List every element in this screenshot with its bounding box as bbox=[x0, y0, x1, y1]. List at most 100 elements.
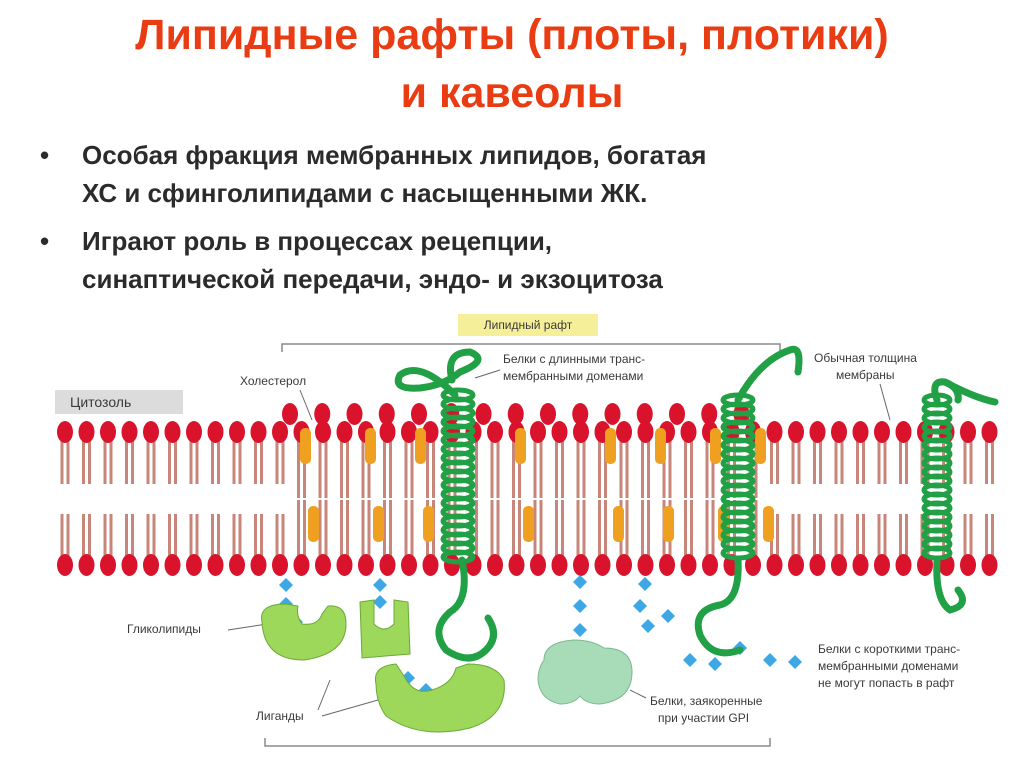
protein-loop bbox=[931, 378, 999, 406]
lipid-head bbox=[852, 421, 869, 443]
lipid-head bbox=[701, 403, 718, 425]
cholesterol-molecule bbox=[423, 506, 434, 542]
lipid-head bbox=[573, 421, 589, 443]
lipid-tail bbox=[340, 500, 349, 558]
lipid-head bbox=[475, 403, 492, 425]
sugar-unit bbox=[638, 577, 652, 591]
lipid-head bbox=[314, 403, 331, 425]
lipid-tail bbox=[404, 500, 414, 558]
bottom-bracket bbox=[264, 738, 771, 747]
sugar-unit bbox=[373, 595, 387, 609]
protein-tail bbox=[933, 556, 966, 614]
cholesterol-molecule bbox=[763, 506, 774, 542]
protein-loop bbox=[394, 348, 482, 399]
lipid-tail bbox=[598, 500, 607, 558]
transmembrane-proteins bbox=[394, 345, 999, 662]
lipid-tail bbox=[576, 440, 586, 498]
lipid-head bbox=[272, 421, 288, 443]
lipid-head bbox=[229, 554, 245, 576]
lipid-tail bbox=[232, 440, 242, 484]
lipid-head bbox=[551, 554, 568, 576]
lipid-head bbox=[186, 554, 202, 576]
cholesterol-molecule bbox=[300, 428, 311, 464]
slide-title-line-1: Липидные рафты (плоты, плотики) bbox=[135, 11, 889, 59]
lipid-tail bbox=[555, 500, 564, 558]
lipid-head bbox=[551, 421, 568, 443]
lipid-tail bbox=[318, 500, 328, 558]
lipid-head bbox=[788, 421, 804, 443]
lipid-head bbox=[78, 554, 95, 576]
long-tm-label-line-1: Белки с длинными транс- bbox=[503, 352, 645, 366]
lipid-head bbox=[766, 421, 783, 443]
lipid-tail bbox=[598, 440, 607, 498]
cholesterol-molecule bbox=[415, 428, 426, 464]
lipid-head bbox=[100, 421, 116, 443]
lipid-head bbox=[164, 554, 181, 576]
lipid-tail bbox=[813, 514, 822, 558]
lipid-tail bbox=[60, 514, 70, 558]
lipid-tail bbox=[168, 440, 177, 484]
lipid-tail bbox=[684, 440, 693, 498]
bullet-marker: • bbox=[40, 226, 50, 256]
cholesterol-molecule bbox=[655, 428, 666, 464]
lipid-tail bbox=[383, 440, 392, 498]
lipid-head bbox=[809, 421, 826, 443]
lipid-tail bbox=[512, 500, 521, 558]
raft-label: Липидный рафт bbox=[484, 318, 573, 332]
bullet-2-line-2: синаптической передачи, эндо- и экзоцито… bbox=[82, 264, 663, 294]
long-tm-label-line-2: мембранными доменами bbox=[503, 369, 643, 383]
lipid-tail bbox=[82, 514, 91, 558]
lipid-head bbox=[680, 554, 697, 576]
lipid-head bbox=[164, 421, 181, 443]
lipid-tail bbox=[211, 440, 220, 484]
lipid-head bbox=[358, 554, 374, 576]
raft-label-box bbox=[458, 314, 598, 336]
lipid-head bbox=[293, 554, 310, 576]
short-tm-label-line-1: Белки с короткими транс- bbox=[818, 642, 960, 656]
lipid-tail bbox=[834, 514, 844, 558]
ligand-1 bbox=[261, 603, 347, 661]
lipid-tail bbox=[490, 500, 500, 558]
bullet-2-line-1: Играют роль в процессах рецепции, bbox=[82, 226, 553, 256]
lipid-head bbox=[336, 421, 353, 443]
lipid-tail bbox=[856, 514, 865, 558]
protein-long-tm-1 bbox=[440, 387, 476, 565]
lipid-tail bbox=[791, 440, 801, 484]
lipid-head bbox=[637, 554, 654, 576]
lipid-tail bbox=[576, 500, 586, 558]
sugar-unit bbox=[683, 653, 697, 667]
lipid-head bbox=[540, 403, 556, 425]
ligand-2 bbox=[359, 599, 411, 659]
cholesterol-molecule bbox=[308, 506, 319, 542]
lipid-head bbox=[809, 554, 826, 576]
lipid-tail bbox=[189, 514, 199, 558]
lipid-head bbox=[207, 554, 224, 576]
normal-thickness-label-line-1: Обычная толщина bbox=[814, 351, 917, 365]
lipid-head bbox=[637, 421, 654, 443]
lipid-tail bbox=[985, 440, 994, 484]
sugar-unit bbox=[373, 578, 387, 592]
sugar-unit bbox=[708, 657, 722, 671]
lipid-tail bbox=[404, 440, 414, 498]
lipid-head bbox=[895, 421, 912, 443]
long-tm-pointer bbox=[474, 369, 501, 379]
sugar-unit bbox=[633, 599, 647, 613]
lipid-head bbox=[659, 554, 675, 576]
cholesterol-molecule bbox=[605, 428, 616, 464]
lipid-tail bbox=[963, 440, 973, 484]
lipid-tail bbox=[297, 500, 306, 558]
lipid-tail bbox=[985, 514, 994, 558]
lipid-tail bbox=[275, 514, 285, 558]
cytosol-label-box bbox=[55, 390, 183, 414]
cholesterol-molecule bbox=[365, 428, 376, 464]
lipid-tail bbox=[232, 514, 242, 558]
lipid-head bbox=[669, 403, 685, 425]
lipid-head bbox=[616, 421, 632, 443]
lipid-head bbox=[143, 421, 159, 443]
lipid-head bbox=[507, 403, 524, 425]
sugar-unit bbox=[573, 623, 587, 637]
lipid-head bbox=[250, 554, 267, 576]
sugar-unit bbox=[573, 599, 587, 613]
lipid-head bbox=[272, 554, 288, 576]
lipid-tail bbox=[834, 440, 844, 484]
